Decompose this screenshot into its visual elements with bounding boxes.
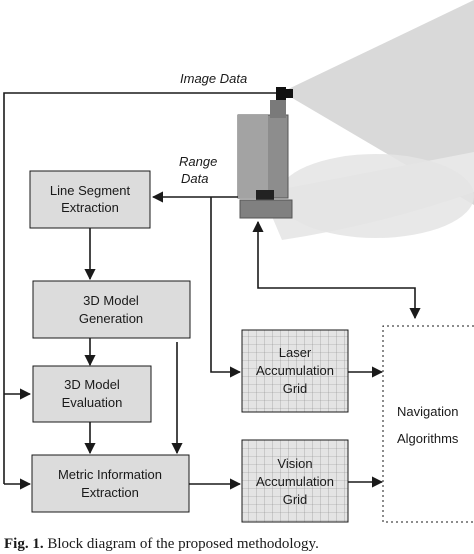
laser-grid-label-2: Accumulation (256, 363, 334, 378)
navigation-label-1: Navigation (397, 404, 458, 419)
figure-caption-prefix: Fig. 1. (4, 536, 44, 552)
model-generation-label-1: 3D Model (83, 293, 139, 308)
line-segment-label-1: Line Segment (50, 183, 131, 198)
image-data-line (3, 92, 276, 484)
navigation-to-robot-arrow (252, 220, 421, 320)
model-evaluation-label-2: Evaluation (62, 395, 123, 410)
model-generation-box: 3D Model Generation (32, 280, 191, 339)
laser-grid-label-3: Grid (283, 381, 308, 396)
camera-lens-icon (286, 89, 293, 98)
range-data-label-line2: Data (181, 171, 208, 186)
vision-grid-label-3: Grid (283, 492, 308, 507)
image-data-label: Image Data (180, 71, 247, 86)
robot-icon (237, 87, 293, 219)
laser-sensor-block (256, 190, 274, 202)
vision-accumulation-grid-box: Vision Accumulation Grid (241, 439, 349, 523)
metric-information-box: Metric Information Extraction (31, 454, 190, 513)
range-to-laser-grid-arrow (210, 197, 242, 378)
range-data-label-line1: Range (179, 154, 217, 169)
robot-body-highlight (238, 115, 268, 198)
line-segment-label-2: Extraction (61, 200, 119, 215)
vision-grid-label-1: Vision (277, 456, 312, 471)
metric-information-label-1: Metric Information (58, 467, 162, 482)
vision-grid-label-2: Accumulation (256, 474, 334, 489)
laser-accumulation-grid-box: Laser Accumulation Grid (241, 329, 349, 413)
model-evaluation-box: 3D Model Evaluation (32, 365, 152, 423)
navigation-label-2: Algorithms (397, 431, 459, 446)
robot-base (239, 199, 293, 219)
figure-caption-text: Block diagram of the proposed methodolog… (43, 536, 319, 552)
line-segment-extraction-box: Line Segment Extraction (29, 170, 151, 229)
laser-grid-label-1: Laser (279, 345, 312, 360)
model-evaluation-label-1: 3D Model (64, 377, 120, 392)
metric-information-label-2: Extraction (81, 485, 139, 500)
navigation-algorithms-box: Navigation Algorithms (382, 325, 474, 523)
robot-upper (270, 100, 286, 118)
model-generation-label-2: Generation (79, 311, 143, 326)
camera-view-cone (282, 0, 474, 205)
camera-icon (276, 87, 286, 100)
figure-caption: Fig. 1. Block diagram of the proposed me… (4, 536, 474, 553)
laser-scan-floor (278, 154, 474, 238)
